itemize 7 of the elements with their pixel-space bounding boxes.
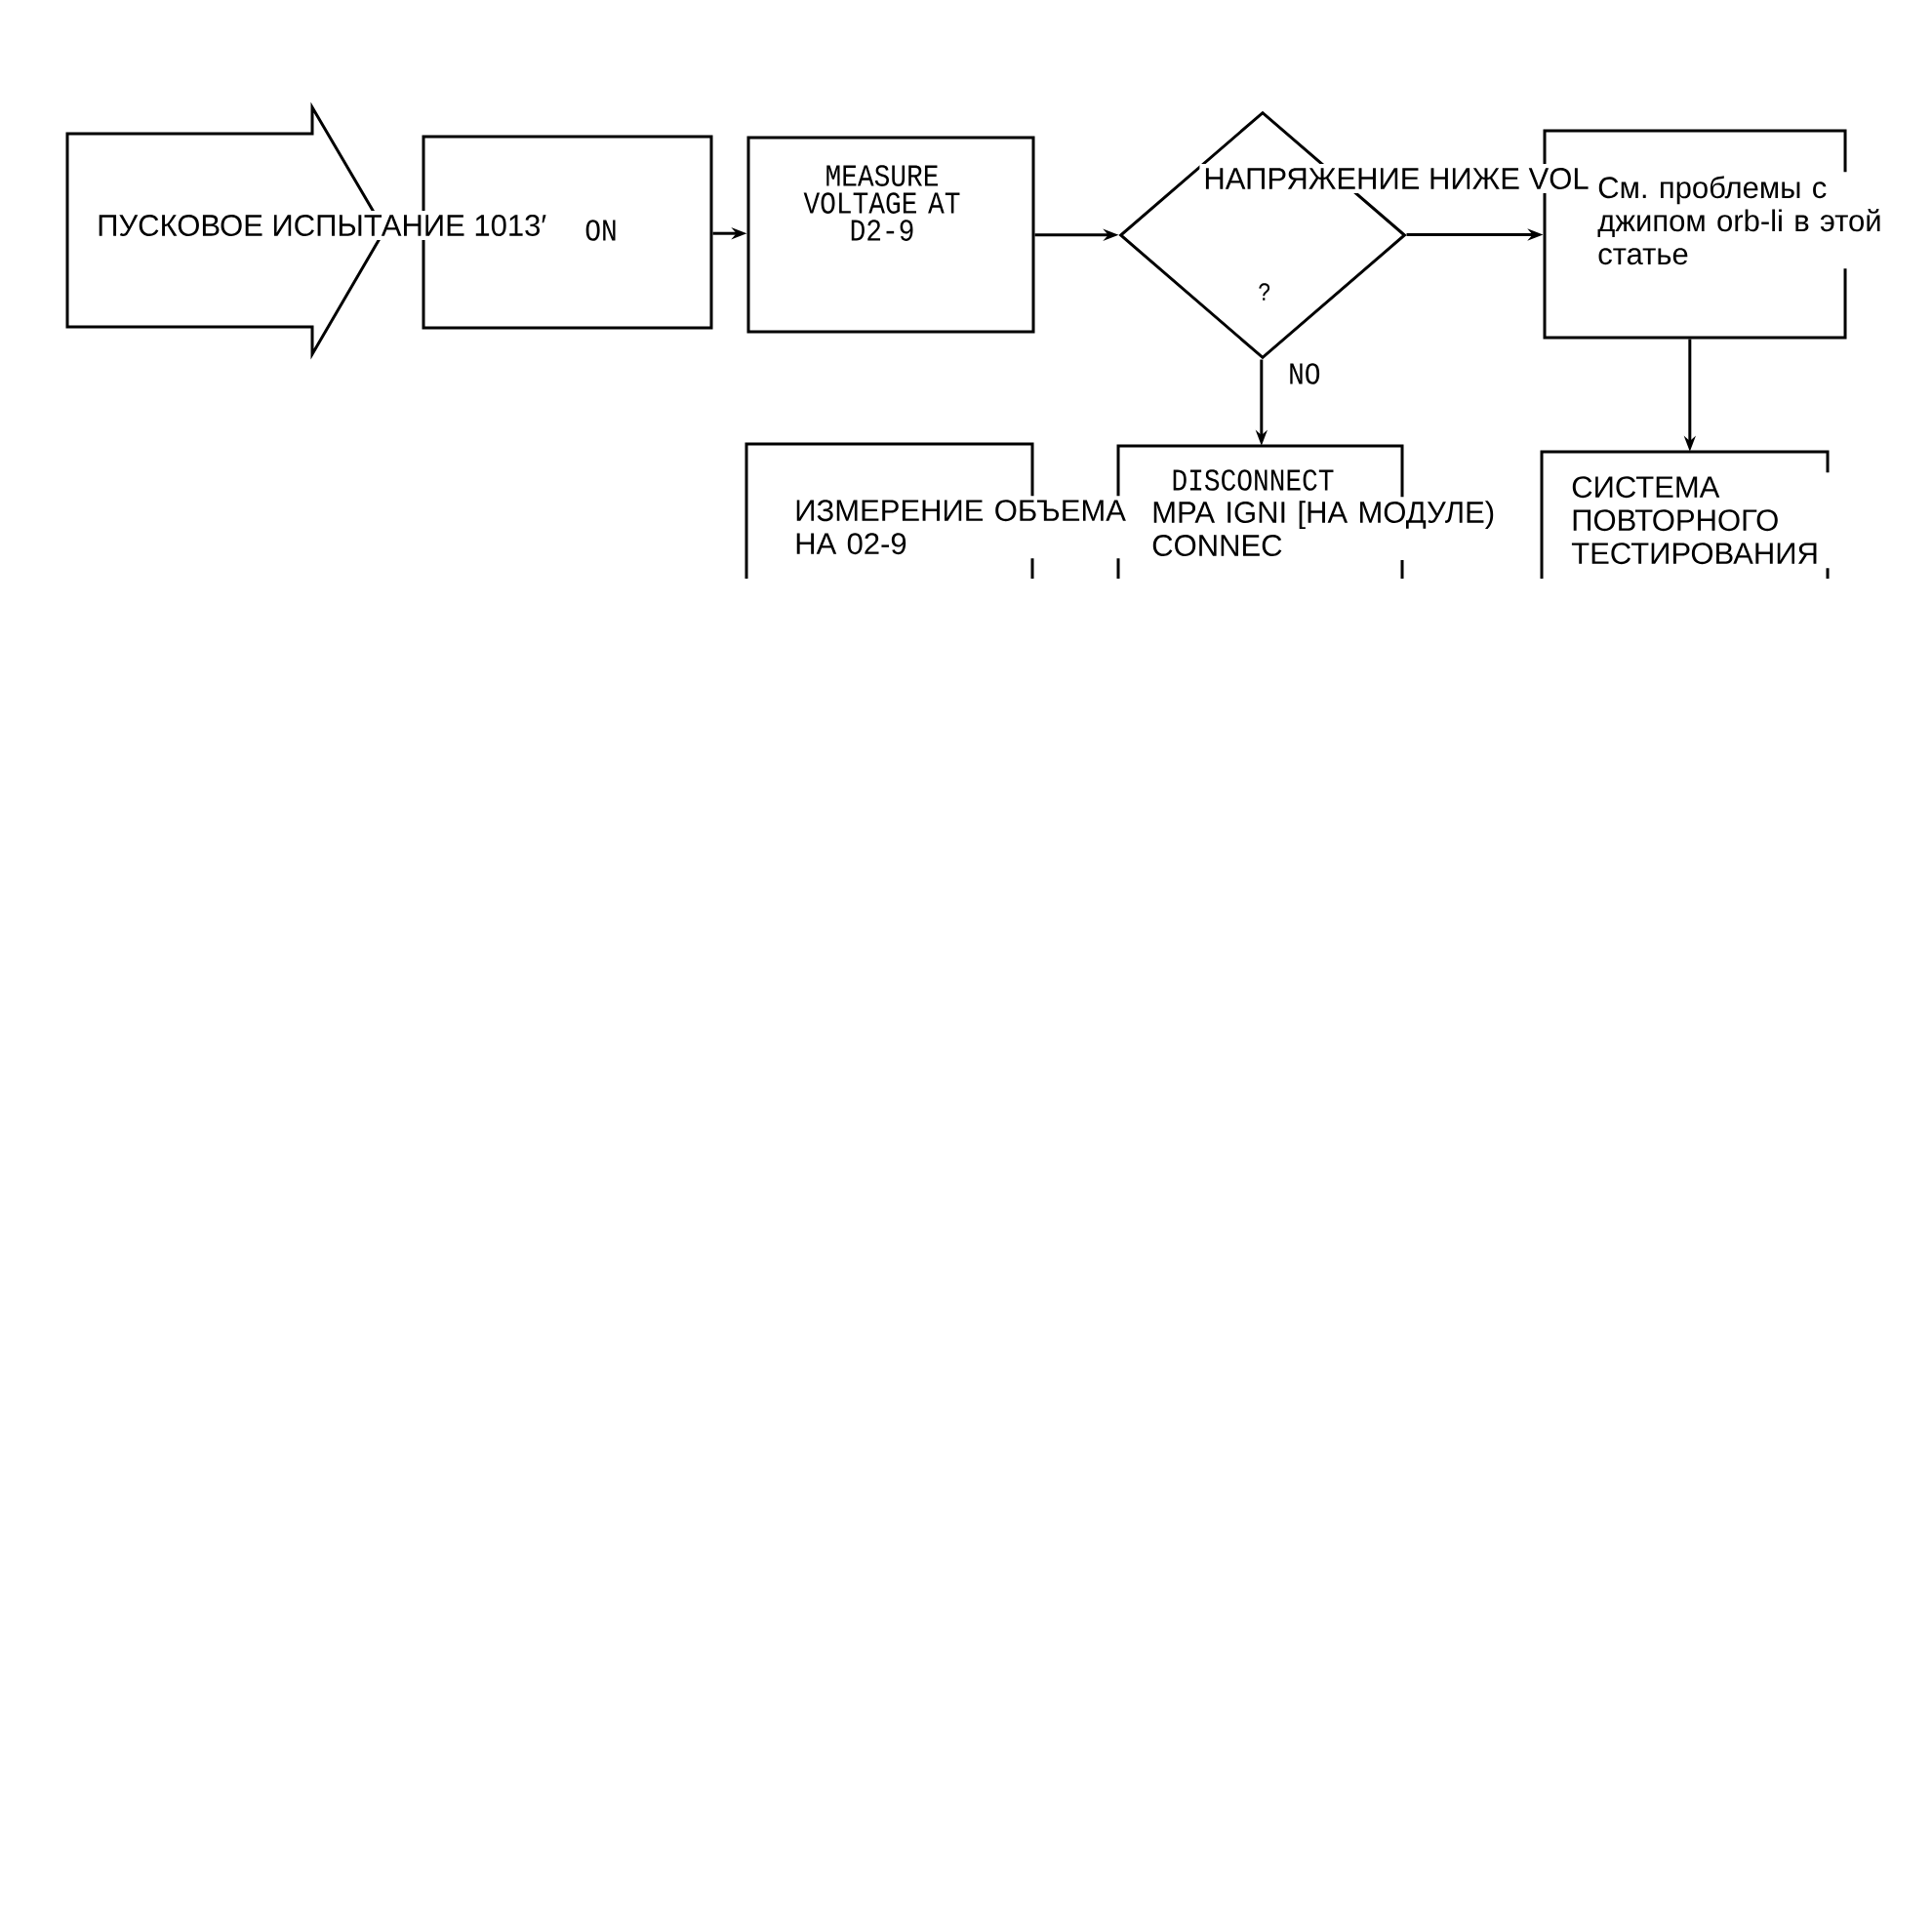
process-box: MEASURE VOLTAGE AT D2-9 — [746, 136, 1035, 334]
node-label: DISCONNECT — [1173, 469, 1334, 491]
process-box: СИСТЕМА ПОВТОРНОГО ТЕСТИРОВАНИЯ — [1540, 450, 1837, 579]
edge-label: NO — [1290, 363, 1320, 384]
node-label: СИСТЕМА ПОВТОРНОГО ТЕСТИРОВАНИЯ — [1571, 476, 1817, 565]
node-label: MPA IGNI [НА МОДУЛЕ) CONNEC — [1152, 501, 1494, 556]
process-box: ИЗМЕРЕНИЕ ОБЪЕМА НА 02-9 — [745, 442, 1146, 579]
